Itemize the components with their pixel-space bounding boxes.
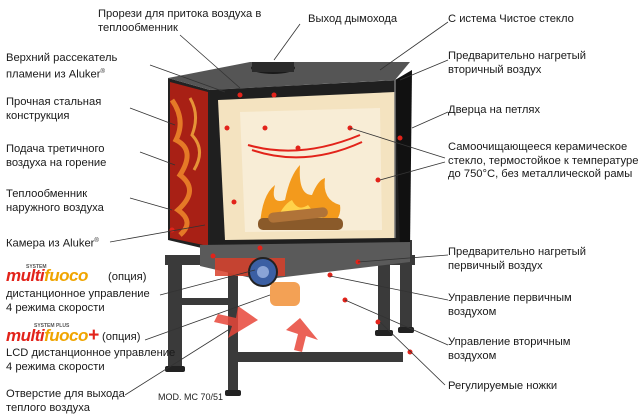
model-number: MOD. MC 70/51: [158, 392, 224, 402]
leader-lines: [109, 21, 449, 396]
multifuoco-logo: multifuoco SYSTEM: [6, 264, 88, 285]
hot-air-arrows: [214, 306, 318, 352]
multifuoco-plus-option: (опция): [102, 331, 141, 343]
adjustable-feet: [165, 327, 414, 396]
label-flue-outlet: Выход дымохода: [308, 13, 398, 25]
label-top-deflector: Верхний рассекатель пламени из Aluker®: [6, 52, 118, 81]
fire-chamber: [210, 80, 405, 250]
multifuoco-plus-logo: multifuoco+ SYSTEM PLUS: [6, 323, 99, 346]
label-hinged-door: Дверца на петлях: [448, 104, 541, 116]
label-adjustable-legs: Регулируемые ножки: [448, 380, 558, 392]
fire: [258, 165, 343, 230]
multifuoco-option: (опция): [108, 271, 147, 283]
steel-body: [168, 78, 210, 250]
label-clean-glass: С истема Чистое стекло: [448, 13, 574, 25]
glass-door: [394, 70, 412, 250]
label-chamber: Камера из Aluker®: [6, 237, 99, 250]
